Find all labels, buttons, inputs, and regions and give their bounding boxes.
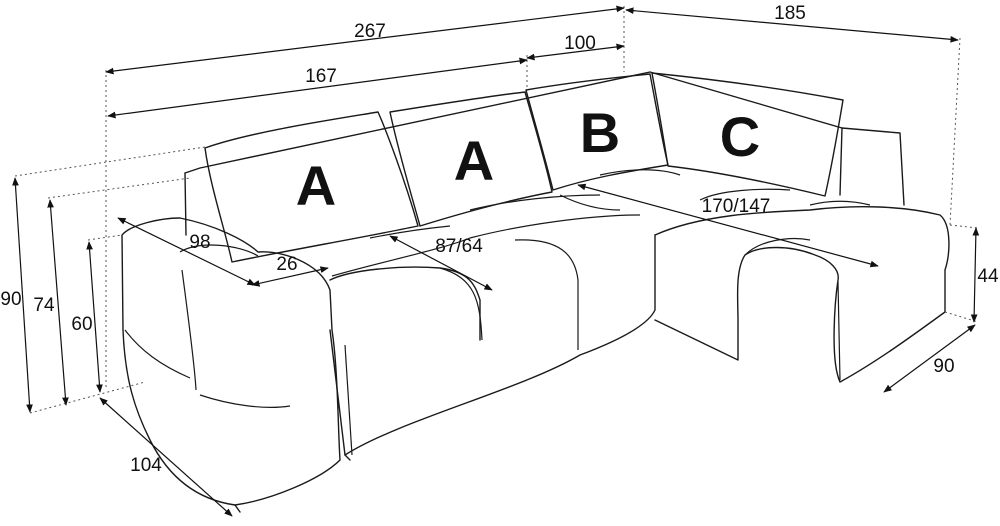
dim-label-167: 167 xyxy=(305,66,337,87)
dim-line-87-64 xyxy=(389,235,493,291)
dim-label-90-vertical: 90 xyxy=(0,289,21,310)
dim-label-90-chaise: 90 xyxy=(933,356,954,377)
dim-label-74-vertical: 74 xyxy=(33,295,55,316)
dim-line-26 xyxy=(251,266,329,287)
cushion-label-a-right: A xyxy=(454,129,494,192)
seat-seam-2 xyxy=(514,239,579,350)
ext-bottom xyxy=(29,381,146,414)
armrest-mid-seam xyxy=(199,394,291,408)
dim-label-44-vertical: 44 xyxy=(977,266,999,287)
dim-line-44-vertical xyxy=(970,227,980,323)
dim-line-170-147 xyxy=(577,183,879,268)
dim-label-100: 100 xyxy=(564,33,596,54)
dim-label-185: 185 xyxy=(774,3,806,24)
armrest-front-seam xyxy=(181,269,197,391)
dimension-labels: 267 100 167 185 98 26 87/64 170/147 90 7… xyxy=(0,3,999,476)
dim-label-170-147: 170/147 xyxy=(702,196,771,217)
seat-front xyxy=(329,234,656,456)
dimension-lines xyxy=(12,5,980,517)
dim-label-26: 26 xyxy=(276,254,297,275)
dim-line-100 xyxy=(526,43,625,61)
dim-line-90-chaise xyxy=(883,324,976,393)
chaise-seam-2 xyxy=(809,200,871,206)
cushion-label-b: B xyxy=(580,101,620,164)
ext-right-vertical xyxy=(949,37,961,226)
dim-line-74-vertical xyxy=(47,199,69,406)
cushion-label-a-left: A xyxy=(296,154,336,217)
dim-line-104 xyxy=(99,397,233,517)
armrest-side-seam xyxy=(124,329,191,379)
cushion-label-c: C xyxy=(720,105,760,168)
seat-top-cushions xyxy=(331,169,681,277)
chaise xyxy=(654,206,950,383)
ext-top-90 xyxy=(14,146,206,177)
ext-top-60 xyxy=(87,234,123,241)
dim-label-267: 267 xyxy=(354,21,386,42)
dim-line-90-vertical xyxy=(12,177,33,413)
sofa-drawing xyxy=(121,71,950,513)
chaise-front-seam xyxy=(837,281,841,381)
cushion-labels: A A B C xyxy=(296,101,760,217)
sofa-base xyxy=(234,454,351,513)
ext-seat-bottom xyxy=(944,311,979,323)
ext-seat-top xyxy=(949,224,979,229)
dim-label-87-64: 87/64 xyxy=(435,236,483,257)
seat-seam-1 xyxy=(439,267,483,341)
seat-front-edge xyxy=(344,344,353,456)
dim-line-98 xyxy=(117,217,256,286)
dim-label-98: 98 xyxy=(189,232,210,253)
dim-line-167 xyxy=(107,57,528,119)
dim-label-60-vertical: 60 xyxy=(71,314,92,335)
dim-line-60-vertical xyxy=(86,241,103,393)
dim-line-185 xyxy=(625,7,959,43)
chaise-seam-1 xyxy=(744,237,811,256)
dim-label-104: 104 xyxy=(130,455,162,476)
sofa-back-frame xyxy=(184,71,905,236)
ext-top-74 xyxy=(47,177,191,199)
